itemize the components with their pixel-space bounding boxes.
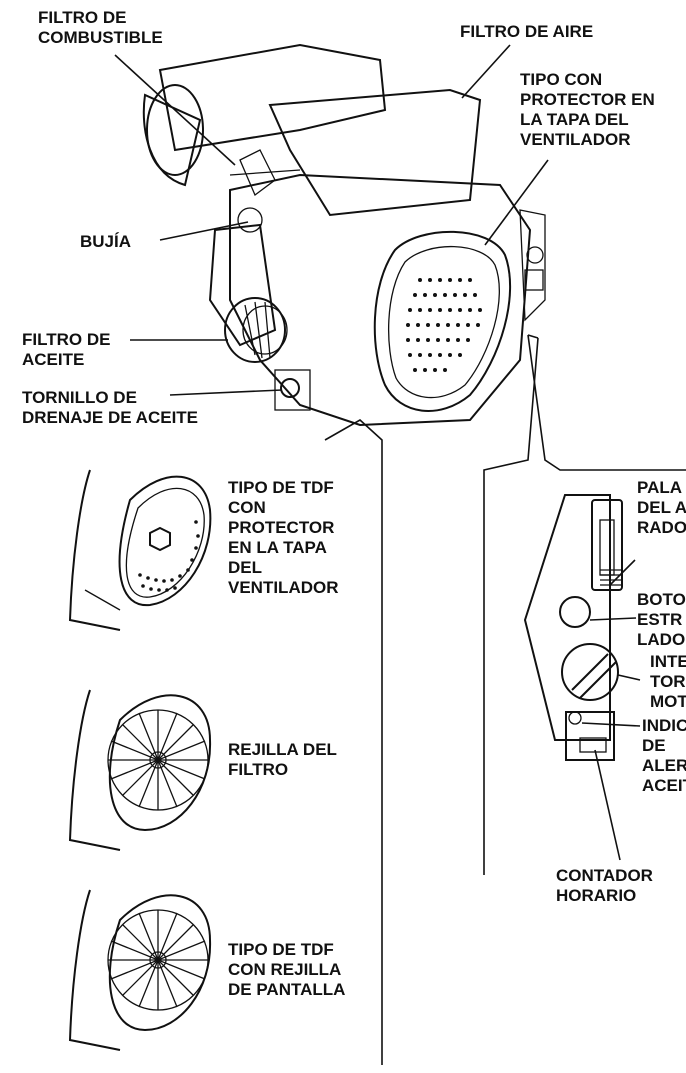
label-line: DEL A (637, 498, 686, 517)
starter-button-part (559, 596, 591, 628)
label-line: INTE (650, 652, 686, 671)
detail-filter-grille (68, 689, 212, 851)
label-line: TOR (650, 672, 686, 691)
label-line: CON REJILLA (228, 960, 342, 979)
label-drain-plug: TORNILLO DE DRENAJE DE ACEITE (22, 388, 198, 428)
label-spark-plug: BUJÍA (80, 232, 131, 252)
label-line: BOTO (637, 590, 686, 609)
label-line: DE (642, 736, 666, 755)
label-line: PALA (637, 478, 683, 497)
label-line: REJILLA DEL (228, 740, 337, 759)
label-line: LA TAPA DEL (520, 110, 629, 129)
label-line: FILTRO DE AIRE (460, 22, 594, 41)
detail-pto-fan-cover (68, 469, 212, 631)
label-line: VENTILADOR (520, 130, 631, 149)
label-line: ALER (642, 756, 686, 775)
fan-cover-part (373, 230, 512, 412)
control-panel-detail (523, 494, 641, 861)
label-line: FILTRO DE (38, 8, 127, 27)
label-air-filter: FILTRO DE AIRE (460, 22, 593, 42)
oil-filter-part (224, 297, 288, 363)
label-line: COMBUSTIBLE (38, 28, 163, 47)
label-pto-screen-grille: TIPO DE TDF CON REJILLA DE PANTALLA (228, 940, 345, 1000)
label-line: FILTRO DE (22, 330, 111, 349)
label-starter-button: BOTO ESTR LADO (637, 590, 686, 650)
label-line: TIPO DE TDF (228, 478, 334, 497)
label-line: FILTRO (228, 760, 289, 779)
label-line: LADO (637, 630, 686, 649)
label-line: MOT (650, 692, 686, 711)
label-line: CON (228, 498, 266, 517)
label-line: PROTECTOR EN (520, 90, 655, 109)
label-line: PROTECTOR (228, 518, 335, 537)
engine-illustration (142, 43, 546, 427)
label-oil-filter: FILTRO DE ACEITE (22, 330, 110, 370)
label-fan-cover-type: TIPO CON PROTECTOR EN LA TAPA DEL VENTIL… (520, 70, 655, 150)
label-line: ESTR (637, 610, 683, 629)
label-fuel-filter: FILTRO DE COMBUSTIBLE (38, 8, 163, 48)
leader-lines (114, 44, 549, 396)
label-line: INDIC (642, 716, 686, 735)
label-line: ACEITE (22, 350, 85, 369)
label-line: BUJÍA (80, 232, 132, 251)
label-line: TIPO DE TDF (228, 940, 334, 959)
label-line: CONTADOR (556, 866, 653, 885)
engine-switch-part (561, 643, 619, 701)
label-oil-alert: INDIC DE ALER ACEIT (642, 716, 686, 796)
hour-meter-part (565, 711, 615, 761)
label-line: DEL (228, 558, 262, 577)
callout-frame (324, 334, 686, 1065)
label-hour-meter: CONTADOR HORARIO (556, 866, 653, 906)
label-line: TIPO CON (520, 70, 603, 89)
label-choke-lever: PALA DEL A RADO (637, 478, 686, 538)
oil-alert-part (568, 711, 582, 725)
label-line: DRENAJE DE ACEITE (22, 408, 199, 427)
label-line: DE PANTALLA (228, 980, 346, 999)
label-line: ACEIT (642, 776, 686, 795)
label-engine-switch: INTE TOR MOT (650, 652, 686, 712)
label-line: EN LA TAPA (228, 538, 327, 557)
detail-pto-screen-grille (68, 889, 212, 1051)
label-line: HORARIO (556, 886, 637, 905)
label-line: VENTILADOR (228, 578, 339, 597)
label-line: TORNILLO DE (22, 388, 137, 407)
label-pto-fan-cover: TIPO DE TDF CON PROTECTOR EN LA TAPA DEL… (228, 478, 339, 598)
label-line: RADO (637, 518, 686, 537)
label-filter-grille: REJILLA DEL FILTRO (228, 740, 337, 780)
